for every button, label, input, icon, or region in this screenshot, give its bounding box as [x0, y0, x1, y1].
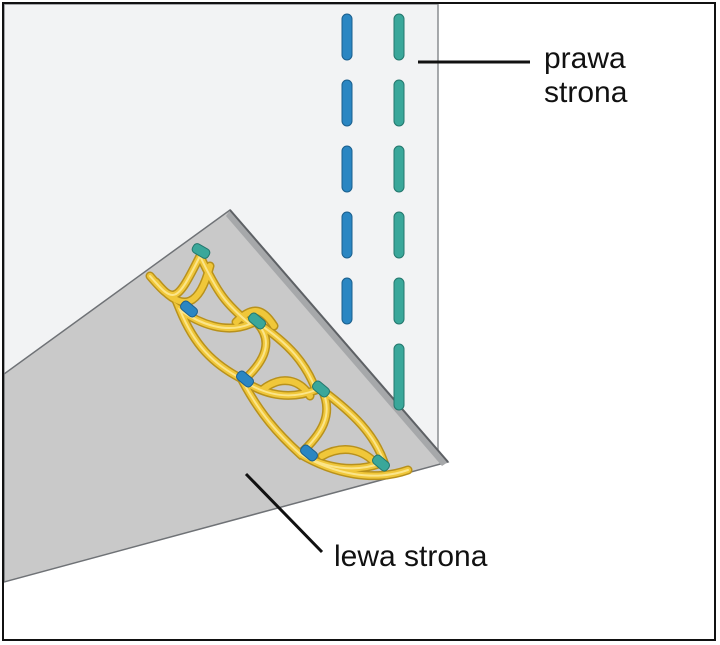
label-right-side-line2: strona	[544, 76, 628, 109]
crossing-blue	[300, 444, 318, 462]
stitch-dash	[341, 277, 353, 325]
needle-thread-row-blue	[341, 13, 353, 325]
crossing-teal	[372, 454, 390, 472]
stitch-dash	[341, 211, 353, 259]
leader-line-wrong-side	[244, 472, 324, 554]
needle-thread-crossings	[180, 243, 390, 472]
stitch-dash	[393, 79, 405, 127]
label-wrong-side-text: lewa strona	[334, 540, 488, 573]
stitch-dash	[393, 211, 405, 259]
needle-thread-row-teal	[393, 13, 405, 411]
stitch-dash	[341, 145, 353, 193]
crossing-teal	[191, 243, 211, 259]
label-right-side-line1: prawa	[544, 42, 626, 75]
crossing-blue	[180, 300, 198, 318]
label-right-side: prawa strona	[544, 42, 627, 110]
crossing-blue	[236, 370, 254, 388]
stitch-dash	[393, 145, 405, 193]
crossing-teal	[312, 380, 330, 398]
stitch-dash	[341, 13, 353, 61]
fabric-fold-shadow	[226, 210, 448, 466]
seam-illustration	[4, 4, 530, 583]
stitch-dash	[393, 13, 405, 61]
stitch-dash	[393, 343, 405, 411]
crossing-teal	[248, 312, 266, 330]
label-wrong-side: lewa strona	[334, 540, 487, 574]
stitch-dash	[341, 79, 353, 127]
stitch-dash	[393, 277, 405, 325]
fabric-fold-edge	[229, 209, 449, 463]
